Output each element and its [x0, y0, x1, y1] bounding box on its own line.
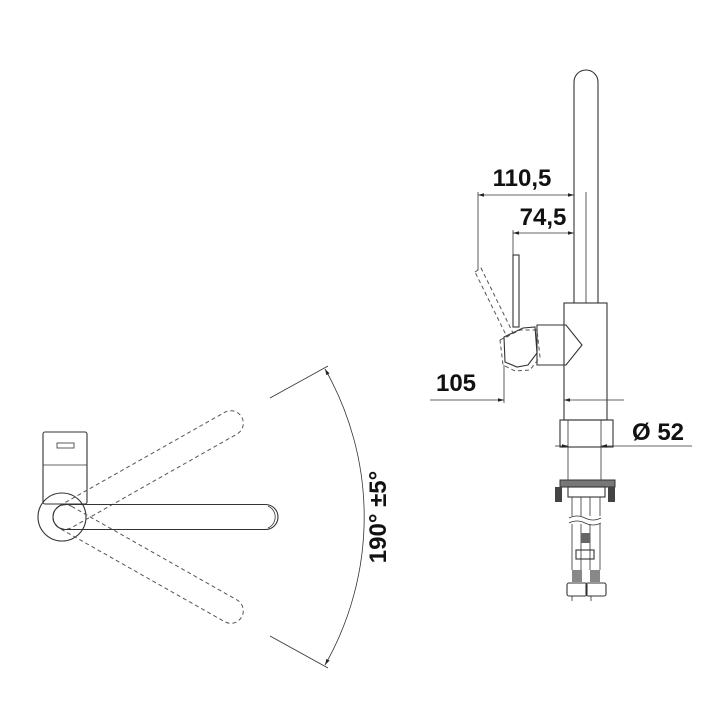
connector-right	[590, 570, 600, 582]
swivel-range-label: 190° ±5°	[365, 471, 392, 563]
spout-tip	[267, 505, 276, 529]
base-ring	[37, 492, 87, 542]
spout-pipe	[573, 69, 599, 303]
lever-tilted	[474, 267, 514, 338]
connector-nut-right	[585, 582, 607, 597]
spout-position-right	[52, 504, 244, 624]
connector-nut-left	[566, 582, 588, 597]
mounting-plate	[559, 479, 616, 488]
faucet-body	[563, 302, 608, 421]
dimension-52-label: Ø 52	[632, 419, 684, 446]
extension-line-top	[269, 365, 329, 399]
lever-upright	[512, 254, 520, 328]
bolt-right	[608, 487, 615, 502]
hose-fitting	[581, 533, 590, 543]
extension-line-bottom	[269, 635, 329, 669]
hose-nut	[575, 549, 595, 560]
mounting-nut	[567, 486, 606, 498]
spout-position-left	[52, 410, 244, 530]
base-collar	[559, 419, 614, 448]
dimension-74-label: 74,5	[520, 204, 567, 231]
cartridge	[503, 326, 538, 368]
connector-left	[572, 570, 582, 582]
side-view: 110,5 74,5 105 Ø 52	[430, 69, 692, 601]
bolt-left	[555, 487, 562, 502]
dimension-110-label: 110,5	[493, 165, 552, 192]
lever-housing	[536, 324, 583, 366]
indicator-slot	[56, 442, 75, 449]
top-view: 190° ±5°	[37, 365, 392, 669]
swivel-arc	[324, 368, 365, 666]
dimension-105-label: 105	[436, 370, 476, 397]
supply-hoses	[568, 497, 602, 570]
spout-center	[52, 503, 279, 531]
